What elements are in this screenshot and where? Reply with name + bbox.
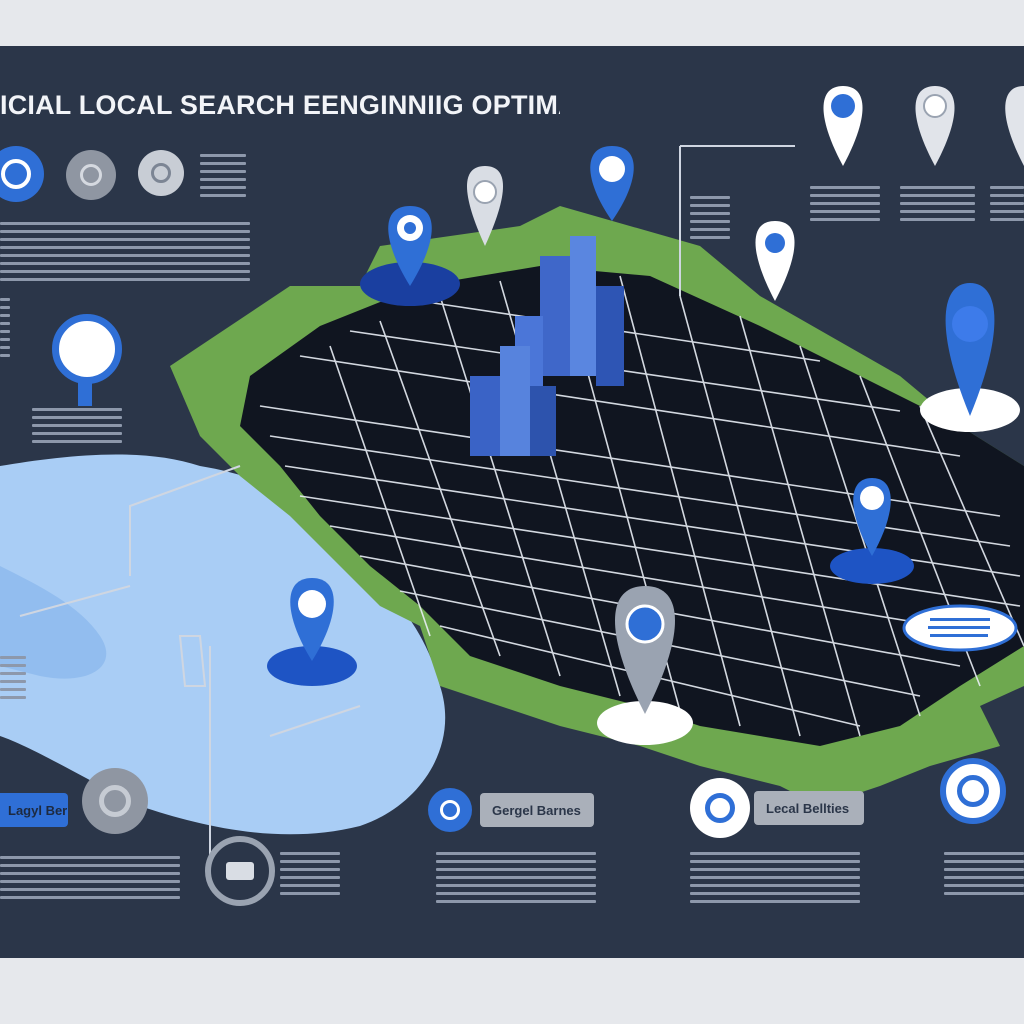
- target-icon: [0, 146, 44, 202]
- magnifier-icon: [690, 778, 750, 838]
- target-icon: [940, 758, 1006, 824]
- city-map-illustration: [0, 86, 1024, 866]
- gear-icon: [138, 150, 184, 196]
- text-block: [436, 852, 596, 908]
- page-title: ICIAL LOCAL SEARCH EENGINNIIG OPTIMATIES: [0, 90, 560, 120]
- text-block: [280, 852, 340, 900]
- text-block: [944, 852, 1024, 900]
- text-block: [900, 186, 975, 226]
- callout-left: Lagyl Bernas: [0, 793, 68, 827]
- text-block: [200, 154, 246, 202]
- text-block: [0, 298, 10, 362]
- gear-icon: [205, 836, 275, 906]
- gear-icon: [66, 150, 116, 200]
- text-block: [0, 222, 250, 286]
- callout-center: Gergel Barnes: [480, 793, 594, 827]
- text-block: [0, 856, 180, 904]
- text-block: [990, 186, 1024, 226]
- text-block: [690, 852, 860, 908]
- infographic-panel: ICIAL LOCAL SEARCH EENGINNIIG OPTIMATIES: [0, 46, 1024, 958]
- text-block: [32, 408, 122, 448]
- callout-right: Lecal Bellties: [754, 791, 864, 825]
- text-block: [810, 186, 880, 226]
- location-pin-icon: [428, 788, 472, 832]
- text-block: [0, 656, 26, 704]
- text-block: [690, 196, 730, 244]
- magnifier-handle: [78, 382, 92, 406]
- building-icon: [470, 236, 624, 456]
- gear-icon: [82, 768, 148, 834]
- magnifier-icon: [52, 314, 122, 384]
- location-pin-icon: [290, 146, 995, 714]
